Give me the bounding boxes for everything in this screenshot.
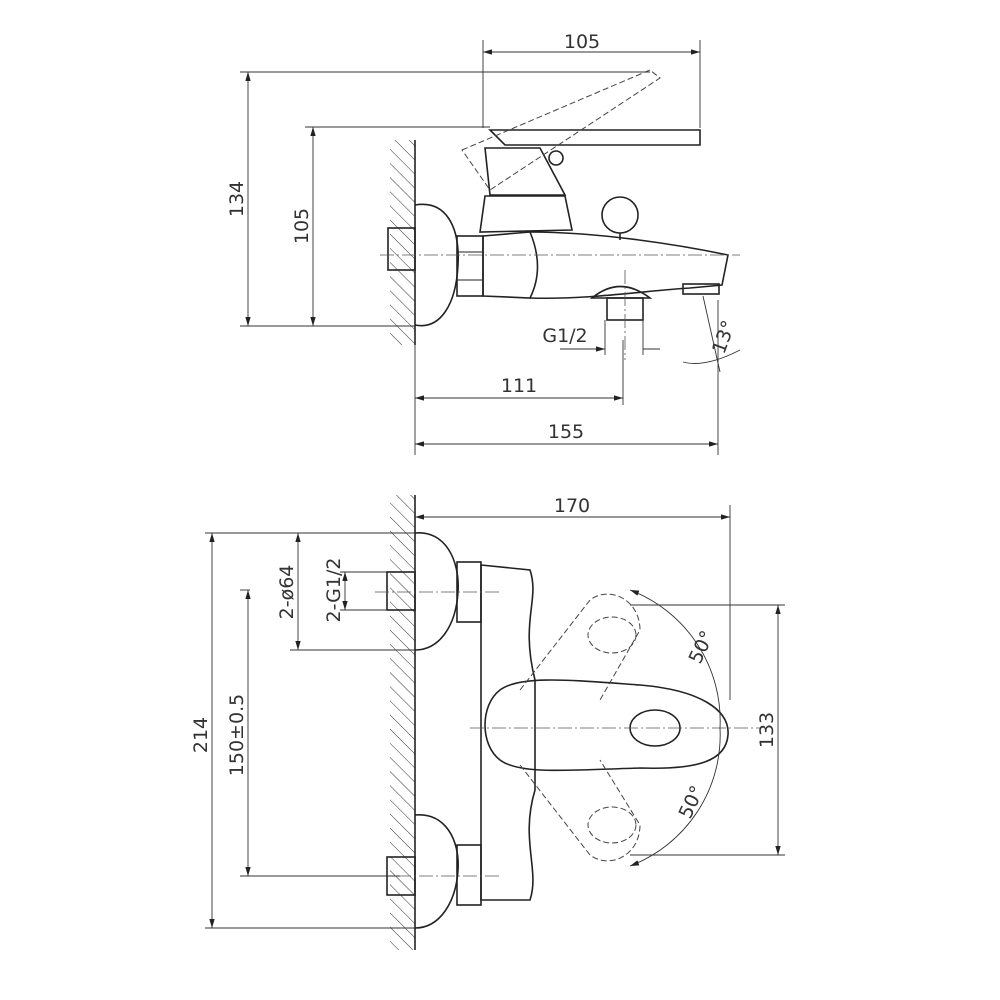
lever-handle-closed [488,129,701,146]
diverter-knob [601,196,639,234]
dim-outlet-thread: G1/2 [542,325,587,347]
dim-total-height: 214 [190,717,212,753]
hex-nut [456,235,484,297]
dim-inlet-thread: 2-G1/2 [323,558,345,623]
valve-body [482,231,539,299]
wall-flange [414,203,459,327]
lever-base [484,147,567,196]
dim-total-height: 134 [226,181,248,217]
upper-flange [414,532,459,651]
dim-angle-down: 50° [675,782,709,822]
cartridge-housing [479,195,573,233]
lower-nut [456,844,482,906]
dim-handle-height: 105 [291,208,313,244]
aerator [682,283,720,295]
lever-down-position [587,806,637,844]
dim-spout-angle: 13° [708,318,740,357]
dim-flange: 2-ø64 [276,565,298,620]
lower-flange [414,814,459,929]
dim-spout-length: 155 [548,421,584,443]
dim-depth: 170 [554,495,590,517]
valve-body [480,564,536,901]
wall-hatch [390,140,415,345]
dim-handle-sweep: 133 [756,712,778,748]
inlet-pipe [387,227,416,271]
lever-handle-open [461,69,661,191]
dim-top-width: 105 [564,31,600,53]
wall-hatch [390,495,415,950]
lever-handle [484,679,729,772]
lever-up-position [587,616,637,654]
side-view: 105 134 105 G1/2 13° 111 155 [226,31,740,455]
dim-outlet-distance: 111 [501,375,537,397]
upper-inlet [386,571,416,611]
outlet-boss [589,285,653,299]
dim-centers: 150±0.5 [226,694,248,776]
spout [529,231,729,300]
front-view: 50° 50° 170 214 150±0.5 2-ø64 2-G1/2 133 [190,495,785,950]
